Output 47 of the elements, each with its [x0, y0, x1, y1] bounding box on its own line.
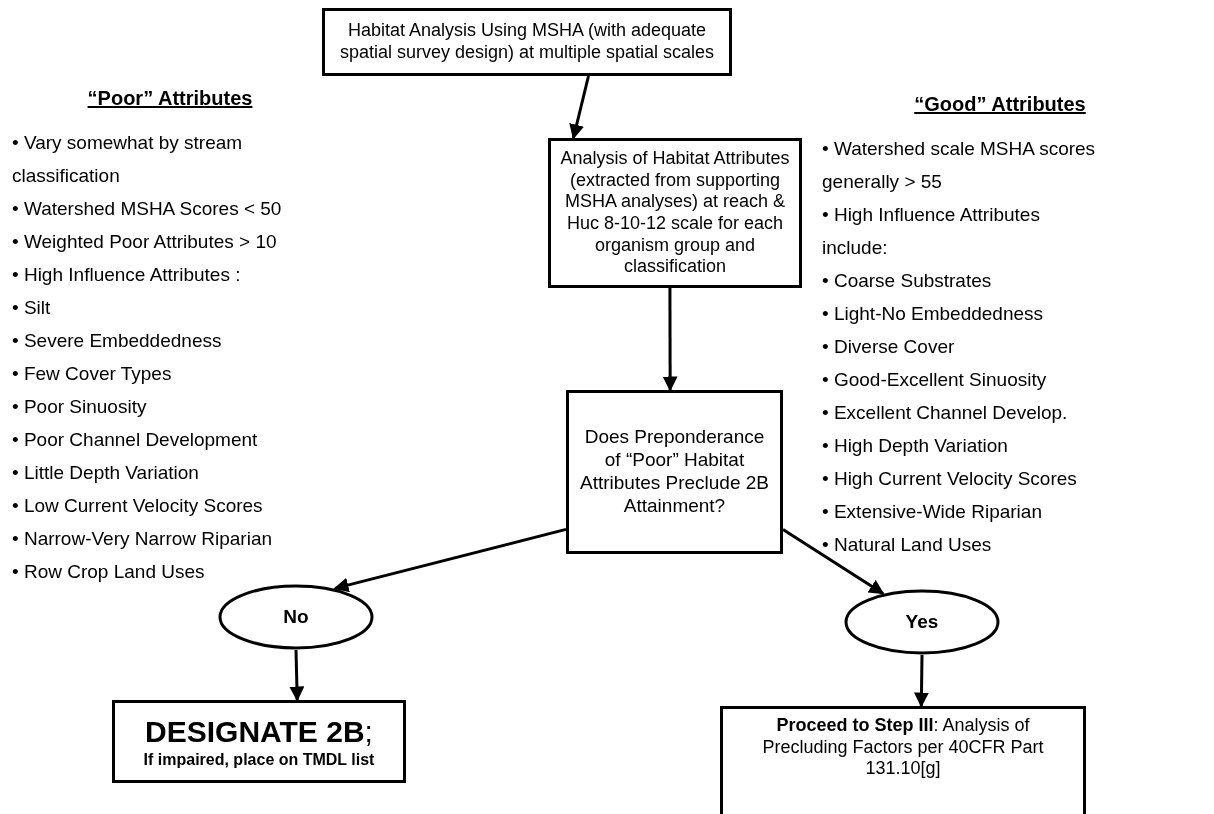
- bullet-item: • Excellent Channel Develop.: [822, 401, 1069, 425]
- bullet-item: • Weighted Poor Attributes > 10: [12, 230, 278, 254]
- node-text: Yes: [905, 610, 939, 634]
- bullet-item: • Little Depth Variation: [12, 461, 200, 485]
- arrow: [569, 75, 590, 140]
- bullet-item: • High Influence Attributes :: [12, 263, 242, 287]
- bullet-item: • Good-Excellent Sinuosity: [822, 368, 1048, 392]
- decision-ellipse: [218, 584, 374, 650]
- bullet-item: • Silt: [12, 296, 52, 320]
- node-text: DESIGNATE 2B;: [145, 713, 373, 750]
- arrow: [333, 527, 567, 593]
- bullet-item: • Diverse Cover: [822, 335, 956, 359]
- bullet-item: • Coarse Substrates: [822, 269, 993, 293]
- node-text: Analysis of Habitat Attributes (extracted from supporting MSHA analyses) at reach & Huc 8-10-12 scale for each organism group and classification: [559, 148, 791, 278]
- bullet-item: • Row Crop Land Uses: [12, 560, 206, 584]
- bullet-item: • High Depth Variation: [822, 434, 1009, 458]
- bullet-item: • Watershed MSHA Scores < 50: [12, 197, 283, 221]
- arrow: [914, 654, 929, 708]
- bullet-item: • Watershed scale MSHA scores generally > 55: [822, 137, 1097, 194]
- decision-box: [566, 390, 783, 554]
- column-heading: “Poor” Attributes: [86, 86, 254, 110]
- bullet-item: • Poor Sinuosity: [12, 395, 148, 419]
- bullet-item: • Light-No Embeddedness: [822, 302, 1045, 326]
- node-text: No: [283, 605, 309, 629]
- outcome-box: [112, 700, 406, 783]
- node-text: Proceed to Step III: Analysis of Precluding Factors per 40CFR Part 131.10[g]: [761, 715, 1045, 780]
- process-box: [322, 8, 732, 76]
- outcome-box: [720, 706, 1086, 814]
- bullet-item: • Vary somewhat by stream classification: [12, 131, 244, 188]
- bullet-item: • Poor Channel Development: [12, 428, 259, 452]
- node-text: If impaired, place on TMDL list: [143, 749, 375, 770]
- bullet-item: • Severe Embeddedness: [12, 329, 223, 353]
- bullet-item: • Few Cover Types: [12, 362, 173, 386]
- arrow: [782, 528, 885, 595]
- arrow: [289, 649, 305, 702]
- bullet-item: • Extensive-Wide Riparian: [822, 500, 1043, 524]
- process-box: [548, 138, 802, 288]
- column-heading: “Good” Attributes: [913, 92, 1087, 116]
- node-text: Does Preponderance of “Poor” Habitat Attributes Preclude 2B Attainment?: [578, 426, 770, 518]
- decision-ellipse: [844, 589, 1000, 655]
- arrow: [662, 288, 678, 392]
- bullet-item: • High Influence Attributes include:: [822, 203, 1041, 260]
- bullet-item: • Low Current Velocity Scores: [12, 494, 264, 518]
- bullet-item: • Narrow-Very Narrow Riparian: [12, 527, 274, 551]
- bullet-item: • Natural Land Uses: [822, 533, 993, 557]
- node-text: Habitat Analysis Using MSHA (with adequate spatial survey design) at multiple spatial scales: [338, 20, 716, 64]
- bullet-item: • High Current Velocity Scores: [822, 467, 1078, 491]
